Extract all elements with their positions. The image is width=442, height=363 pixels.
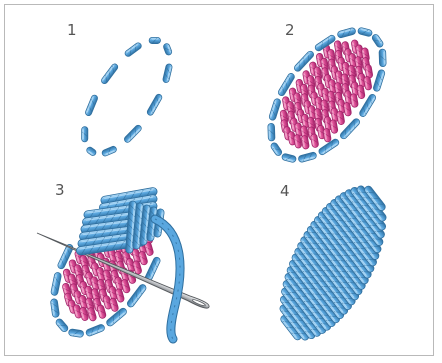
outline-stitch [270, 142, 283, 157]
padding-stitches-icon [268, 27, 386, 163]
step-number-1: 1 [67, 21, 77, 39]
padding-stitch [310, 134, 319, 148]
outline-stitch [379, 49, 386, 67]
outline-split-stitch-icon [82, 37, 173, 157]
figure-frame: 1 2 3 4 [4, 4, 434, 356]
outline-stitch [101, 145, 117, 157]
outline-stitch [149, 37, 160, 43]
outline-stitch [85, 94, 99, 116]
outline-stitch [51, 272, 62, 296]
satin-stitch-with-needle-icon [36, 187, 211, 339]
step-number-2: 2 [285, 21, 295, 39]
outline-stitch [123, 124, 142, 144]
embroidery-steps-diagram: 1 2 3 4 [5, 5, 435, 357]
step-number-3: 3 [55, 181, 65, 199]
outline-stitch [268, 123, 275, 141]
outline-stitch [86, 146, 98, 157]
outline-stitch [162, 63, 172, 83]
outline-stitch [298, 152, 317, 163]
outline-stitch [268, 98, 281, 121]
outline-stitch [85, 324, 105, 337]
outline-stitch [373, 69, 386, 92]
outline-stitch [82, 127, 88, 142]
pink-padding-stitches [280, 39, 373, 149]
outline-stitch [124, 42, 143, 58]
outline-stitch [50, 298, 59, 317]
outline-stitch [68, 329, 84, 338]
step-number-4: 4 [280, 182, 290, 200]
outline-stitch [163, 43, 173, 56]
outline-stitch [337, 27, 356, 38]
outline-stitch [371, 33, 384, 48]
outline-stitch [146, 93, 163, 116]
outline-stitch [100, 63, 119, 85]
outline-stitch [281, 153, 296, 163]
finished-padded-satin-stitch-icon [278, 184, 387, 341]
outline-stitch [357, 27, 372, 37]
outline-stitch [55, 318, 70, 333]
